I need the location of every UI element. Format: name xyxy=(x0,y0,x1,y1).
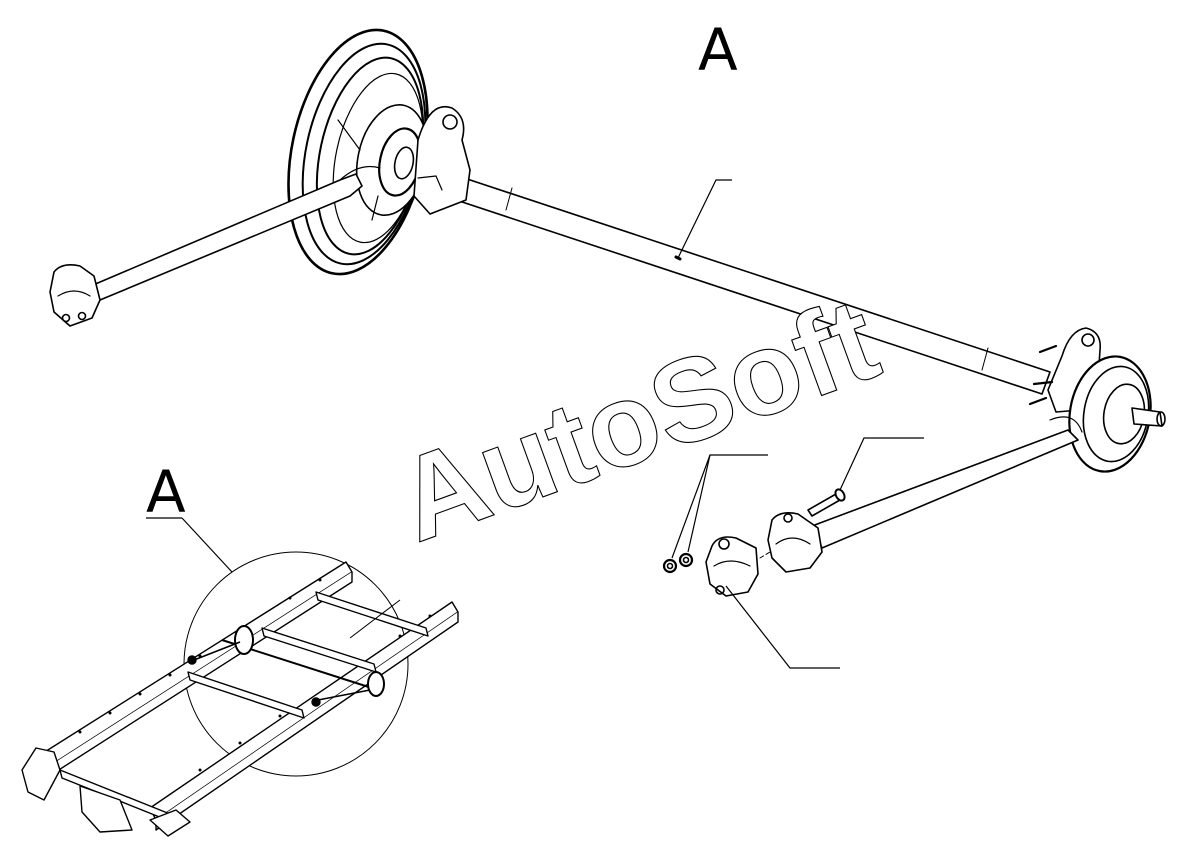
front-end-structure xyxy=(21,747,61,801)
right-end-mount xyxy=(767,512,823,573)
left-bearing-bracket xyxy=(413,105,471,215)
mini-axle xyxy=(187,625,385,707)
leader-clamp xyxy=(725,585,840,669)
right-brake-drum xyxy=(1068,355,1166,473)
leader-bolt xyxy=(839,437,924,491)
cross-member-2 xyxy=(261,627,377,673)
nuts xyxy=(662,552,694,574)
right-trailing-arm xyxy=(811,416,1083,549)
right-side-rail xyxy=(149,601,459,821)
detail-leader xyxy=(181,517,233,573)
rear-axle-assembly xyxy=(49,28,1166,597)
leader-nuts-second xyxy=(687,454,711,553)
watermark-text: AutoSoft xyxy=(381,273,894,567)
leader-axle-tube xyxy=(677,179,732,259)
leader-lines xyxy=(671,179,924,669)
chassis-frame xyxy=(21,551,459,837)
mount-clamp xyxy=(705,536,771,597)
rail-holes xyxy=(78,578,432,772)
detail-label-bottom: A xyxy=(146,458,186,526)
watermark: AutoSoft xyxy=(380,272,894,567)
left-end-mount xyxy=(49,264,101,327)
mounting-bolt xyxy=(807,488,846,517)
cross-member-3 xyxy=(315,591,429,637)
cross-member-1 xyxy=(187,671,305,719)
detail-label-top: A xyxy=(698,16,738,84)
